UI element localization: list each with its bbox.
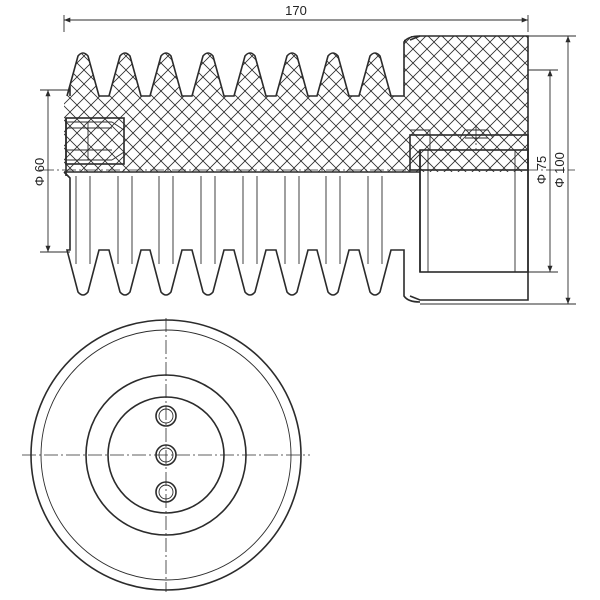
bolt-hole-bottom [155, 481, 177, 503]
lower-shed-contours [75, 176, 383, 264]
dimension-length: 170 [63, 3, 529, 32]
dimension-diameter-mid: Φ 75 [528, 69, 558, 273]
cross-section-hatch [64, 36, 528, 172]
lower-shed-outline [63, 171, 421, 303]
dimension-diameter-mid-label: Φ 75 [534, 156, 549, 184]
bolt-hole-top [155, 405, 177, 427]
dimension-length-label: 170 [285, 3, 307, 18]
side-view: 170 Φ 60 Φ 75 Φ 100 [32, 3, 576, 305]
end-view [22, 318, 310, 592]
dimension-diameter-outer-label: Φ 100 [552, 152, 567, 188]
bolt-hole-center [155, 444, 177, 466]
bolt-insert-detail [65, 118, 125, 176]
dimension-diameter-outer: Φ 100 [420, 35, 576, 305]
dimension-diameter-inner-label: Φ 60 [32, 158, 47, 186]
upper-shed-outline [66, 35, 421, 97]
end-fitting [409, 35, 529, 301]
dimension-diameter-inner: Φ 60 [32, 89, 70, 253]
